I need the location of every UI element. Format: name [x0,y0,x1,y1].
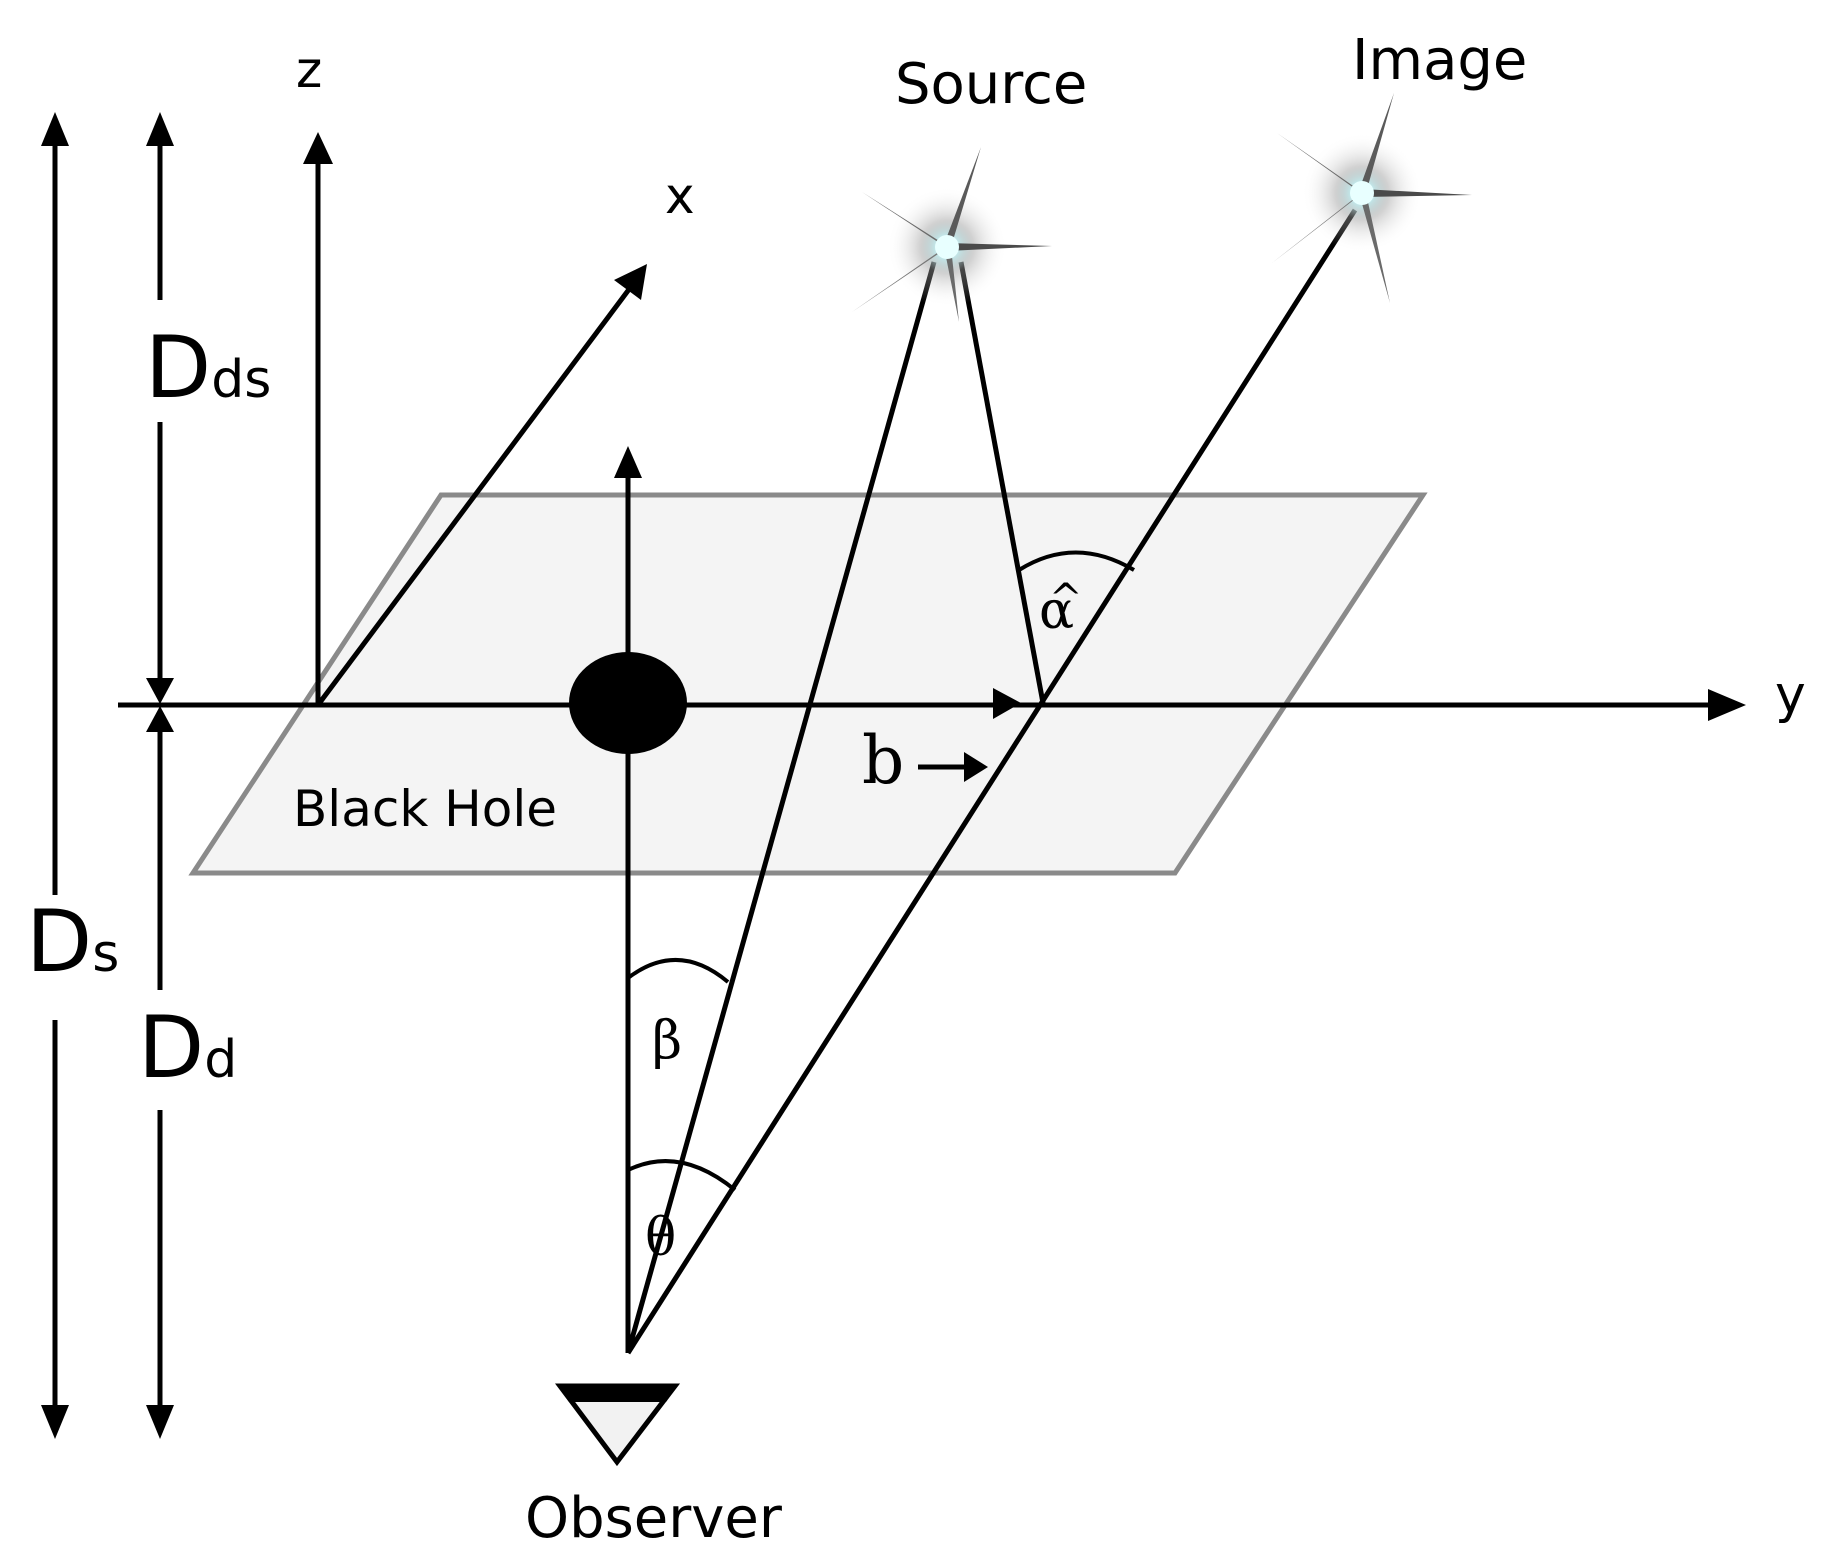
image-star-icon [1272,93,1472,303]
alpha-hat-arc [1017,550,1136,572]
source-star-icon [852,147,1052,322]
ds-label: Ds [26,892,119,992]
theta-arc [627,1159,737,1192]
black-hole-label: Black Hole [293,780,557,838]
observer-label: Observer [525,1486,783,1551]
impact-parameter-label: b [862,722,904,799]
dds-label: Dds [145,318,271,418]
dd-distance-arrow [146,706,174,1439]
ray-source-to-lens [958,261,1046,704]
alpha-hat-accent: ^ [1049,576,1083,622]
alpha-hat-label: α [1039,581,1074,641]
impact-parameter-arrow [918,752,988,782]
black-hole [569,652,687,754]
ray-observer-to-source [625,261,937,1354]
y-axis-label: y [1775,665,1806,725]
theta-label: θ [645,1208,676,1268]
dds-distance-arrow [146,112,174,704]
ray-observer-to-image [625,208,1358,1355]
z-axis [303,132,333,705]
beta-label: β [652,1011,682,1071]
observer-icon [555,1383,681,1467]
x-axis [315,264,647,707]
source-label: Source [895,52,1087,117]
optical-axis [614,446,642,1353]
y-axis [118,689,1746,721]
dd-label: Dd [138,998,237,1098]
image-label: Image [1352,28,1527,93]
ds-distance-arrow [41,112,69,1439]
z-axis-label: z [296,41,322,99]
impact-point-arrowhead [993,688,1021,719]
x-axis-label: x [665,167,695,225]
beta-arc [626,957,730,984]
